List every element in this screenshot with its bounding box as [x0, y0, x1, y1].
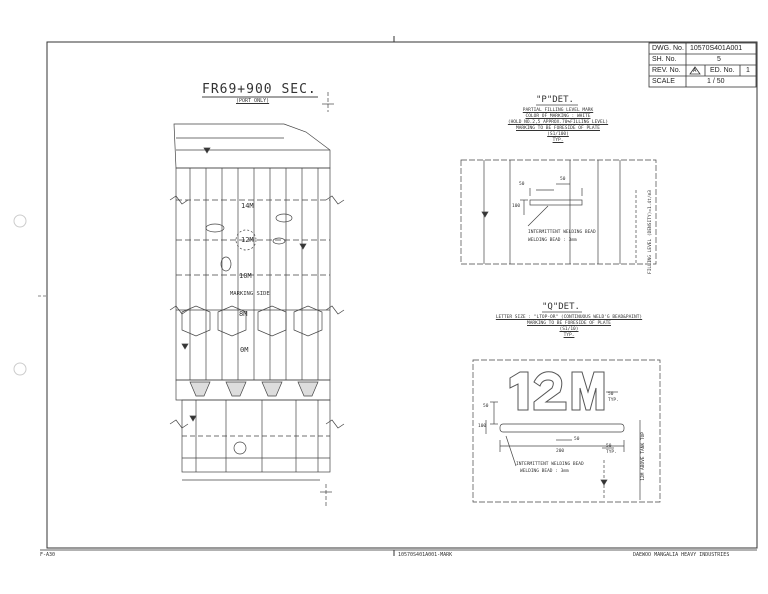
- section-subtitle: (PORT ONLY): [236, 98, 270, 104]
- p-weld-note-1: INTERMITTENT WELDING BEAD: [528, 230, 596, 235]
- footer-center: 10570S401A001-MARK: [398, 552, 453, 558]
- sh-no-label: SH. No.: [652, 56, 677, 63]
- q-dim-4: 50: [574, 437, 580, 442]
- q-weld-note-1: INTERMITTENT WELDING BEAD: [516, 462, 584, 467]
- section-view: [169, 92, 345, 506]
- footer-right: DAEWOO MANGALIA HEAVY INDUSTRIES: [633, 552, 730, 558]
- p-detail-view: [460, 104, 657, 265]
- marking-side-label: MARKING SIDE: [230, 291, 270, 297]
- q-detail-notes: LETTER SIZE : "LTOP-OR" (CONTINUOUS WELD…: [474, 315, 664, 339]
- q-dim-5: 200: [556, 449, 565, 454]
- mark-0m: 0M: [240, 346, 249, 354]
- ed-no-label: ED. No.: [710, 67, 735, 74]
- q-dim-2: 50: [608, 392, 614, 397]
- p-detail-notes: PARTIAL FILLING LEVEL MARK COLOR OF MARK…: [488, 108, 628, 144]
- section-title: FR69+900 SEC.: [202, 82, 317, 97]
- q-dim-3: 100: [478, 424, 487, 429]
- q-side-note: 12M ABOVE TANK TOP: [641, 432, 646, 481]
- scale-label: SCALE: [652, 78, 675, 85]
- ed-no-value: 1: [746, 67, 750, 74]
- drawing-frame: [46, 41, 758, 549]
- footer-left: F-A30: [40, 552, 56, 558]
- mark-14m: 14M: [241, 202, 254, 210]
- p-weld-note-2: WELDING BEAD : 3mm: [528, 238, 577, 243]
- rev-symbol: A: [693, 68, 697, 74]
- scale-value: 1 / 50: [707, 78, 725, 85]
- mark-12m: 12M: [241, 236, 254, 244]
- q-typ-2: TYP.: [606, 450, 617, 455]
- q-note-4: TYP.: [563, 333, 575, 338]
- p-note-4: MARKING TO BE FORESIDE OF PLATE: [516, 126, 600, 131]
- punch-hole-top: [13, 214, 27, 228]
- dwg-no-value: 10570S401A001: [690, 45, 743, 52]
- p-dim-2: 50: [560, 177, 566, 182]
- mark-8m: 8M: [239, 310, 248, 318]
- mark-10m: 10M: [239, 272, 252, 280]
- p-dim-3: 100: [512, 204, 521, 209]
- p-side-note: FILLING LEVEL (DENSITY)=1.4t/m3: [648, 190, 653, 274]
- title-block: [648, 42, 757, 88]
- p-dim-1: 50: [519, 182, 525, 187]
- q-note-3: (S1/10): [559, 327, 579, 332]
- dwg-no-label: DWG. No.: [652, 45, 684, 52]
- p-note-1: PARTIAL FILLING LEVEL MARK: [522, 108, 594, 113]
- q-typ-1: TYP.: [608, 398, 619, 403]
- q-detail-title: "Q"DET.: [542, 302, 580, 312]
- rev-no-label: REV. No.: [652, 67, 681, 74]
- q-note-2: MARKING TO BE FORESIDE OF PLATE: [527, 321, 611, 326]
- p-note-5: (S1/100): [547, 132, 569, 137]
- q-note-1: LETTER SIZE : "LTOP-OR" (CONTINUOUS WELD…: [495, 315, 643, 320]
- p-note-6: TYP.: [552, 138, 564, 143]
- punch-hole-bottom: [13, 362, 27, 376]
- q-weld-note-2: WELDING BEAD : 3mm: [520, 469, 569, 474]
- big-12m-outline: [509, 371, 605, 411]
- p-note-2: COLOR OF MARKING : WHITE: [525, 114, 591, 119]
- q-dim-1: 50: [483, 404, 489, 409]
- q-dim-6: 50: [606, 444, 612, 449]
- q-detail-view: [472, 311, 661, 503]
- p-detail-title: "P"DET.: [536, 95, 574, 105]
- sh-no-value: 5: [717, 56, 721, 63]
- p-note-3: (HOLD NO.2,5 APPROX.70%FILLING LEVEL): [507, 120, 609, 125]
